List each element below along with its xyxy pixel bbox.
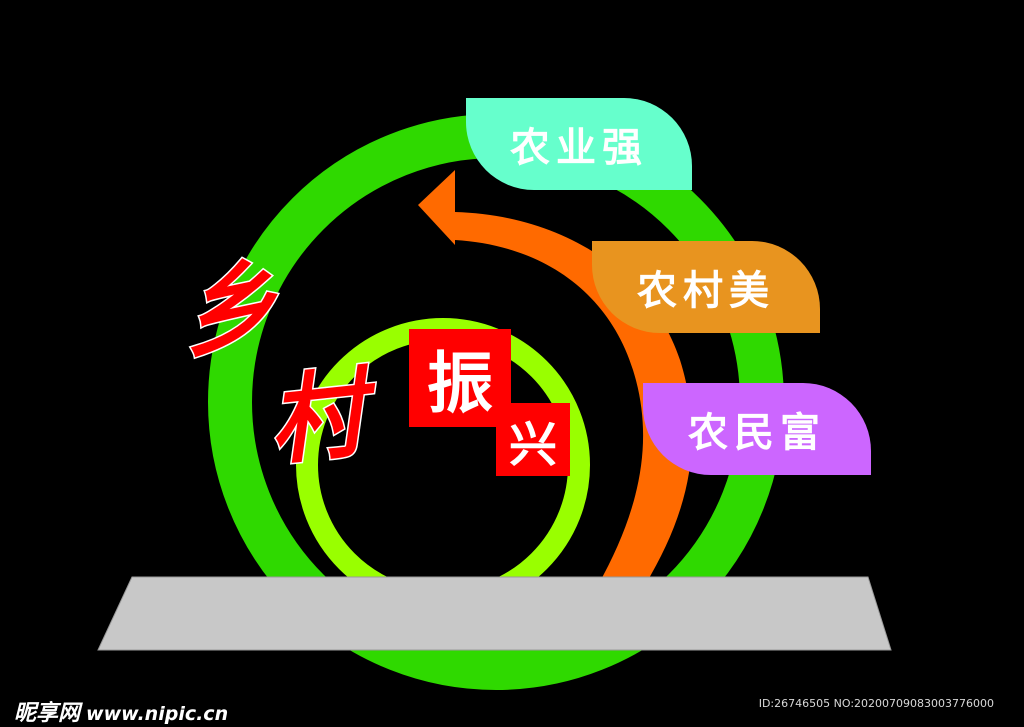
arrow-head-icon [418,170,455,245]
title-box-xing: 兴 [496,403,570,476]
tag-label: 农村美 [637,268,775,314]
title-box-zhen: 振 [409,329,511,427]
watermark-id: ID:26746505 NO:20200709083003776000 [758,697,994,710]
watermark-url: www.nipic.cn [86,703,229,725]
watermark-brand-name: 昵享网 [14,701,81,726]
tag-farmers-rich: 农民富 [643,383,871,475]
tag-agriculture-strong: 农业强 [466,98,692,190]
tag-label: 农业强 [510,125,648,171]
base-platform [97,576,892,651]
tag-label: 农民富 [688,410,826,456]
tag-village-beautiful: 农村美 [592,241,820,333]
title-char-cun: 村 [262,355,372,480]
